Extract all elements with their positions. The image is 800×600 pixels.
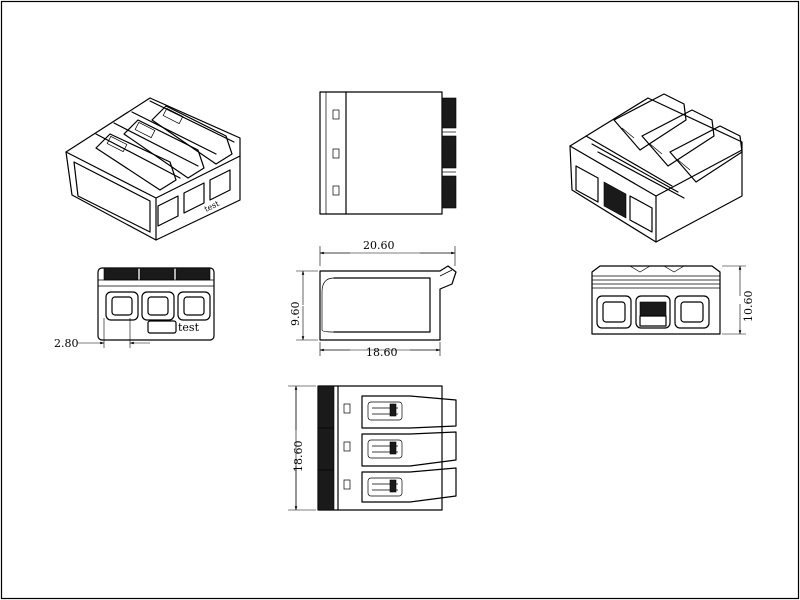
isometric-view-front: test xyxy=(65,97,241,241)
dimension-bottom-depth: 18.60 xyxy=(288,385,316,511)
dim-10-60: 10.60 xyxy=(742,291,755,323)
front-test-label: test xyxy=(178,321,200,334)
side-view-center xyxy=(319,265,457,341)
dimension-top-width: 20.60 xyxy=(319,239,456,266)
dim-18-60-side: 18.60 xyxy=(366,346,398,359)
front-view: test xyxy=(97,267,215,341)
plan-view xyxy=(317,385,457,511)
dim-18-60-plan: 18.60 xyxy=(292,441,305,473)
dim-9-60: 9.60 xyxy=(289,302,302,327)
rear-view xyxy=(591,265,721,335)
side-view-top xyxy=(319,91,457,215)
dimension-front-pitch: 2.80 xyxy=(54,318,150,350)
dimension-side-height: 9.60 xyxy=(289,270,318,341)
isometric-view-rear xyxy=(569,93,743,243)
dimension-side-base: 18.60 xyxy=(319,342,441,359)
dim-2-80: 2.80 xyxy=(54,337,79,350)
dim-20-60: 20.60 xyxy=(363,239,395,252)
dimension-rear-height: 10.60 xyxy=(722,265,755,335)
